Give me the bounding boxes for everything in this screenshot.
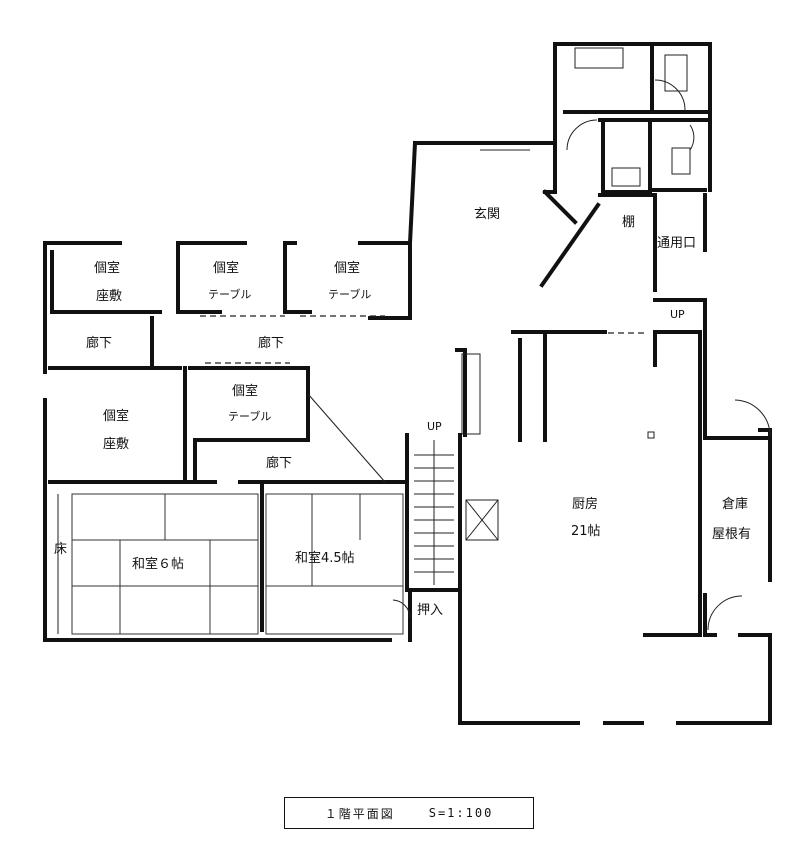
- label-washitsu-45: 和室4.5帖: [295, 550, 355, 566]
- label-tokonoma: 床: [54, 542, 67, 557]
- label-chubou-size: 21帖: [571, 524, 601, 539]
- outer-walls: [43, 42, 772, 725]
- label-rouka-1: 廊下: [86, 335, 112, 351]
- caption-scale: S=1:100: [428, 806, 494, 820]
- doors-and-openings: [200, 47, 771, 631]
- label-koshitsu-zashiki-2: 個室: [103, 408, 129, 424]
- label-genkan: 玄関: [474, 207, 500, 222]
- label-up-stair: UP: [427, 420, 442, 433]
- label-washitsu-6: 和室６帖: [132, 556, 184, 572]
- label-koshitsu-zashiki-2-sub: 座敷: [103, 437, 129, 452]
- label-oshiire: 押入: [417, 603, 443, 618]
- label-koshitsu-zashiki-1: 個室: [94, 260, 120, 276]
- label-koshitsu-table-3: 個室: [232, 383, 258, 399]
- stair-treads: [414, 440, 454, 585]
- tatami-lines: [57, 493, 404, 635]
- label-koshitsu-table-2-sub: テーブル: [328, 287, 371, 301]
- label-souko-sub: 屋根有: [712, 527, 751, 542]
- label-koshitsu-zashiki-1-sub: 座敷: [96, 289, 122, 304]
- label-rouka-2: 廊下: [258, 335, 284, 351]
- label-koshitsu-table-1: 個室: [213, 260, 239, 276]
- interior-walls: [48, 189, 772, 642]
- plan-caption: １階平面図 S=1:100: [284, 797, 534, 829]
- label-chubou: 厨房: [572, 496, 598, 512]
- caption-title: １階平面図: [324, 806, 395, 821]
- label-koshitsu-table-2: 個室: [334, 260, 360, 276]
- label-koshitsu-table-3-sub: テーブル: [228, 409, 271, 423]
- label-up-right: UP: [670, 308, 685, 321]
- label-koshitsu-table-1-sub: テーブル: [208, 287, 251, 301]
- label-tsuyoguchi: 通用口: [657, 236, 696, 251]
- label-tana: 棚: [622, 215, 635, 230]
- label-rouka-3: 廊下: [266, 455, 292, 471]
- label-souko: 倉庫: [722, 497, 748, 512]
- room-labels: 玄関 棚 通用口 UP 個室 座敷 個室 テーブル 個室 テーブル 廊下 廊下 …: [54, 207, 751, 618]
